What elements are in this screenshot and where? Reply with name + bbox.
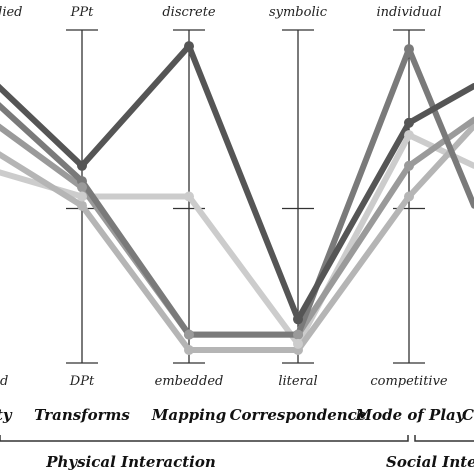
series-1-point-2 [184,41,194,52]
axis-bottom-label-correspondence: literal [278,374,317,389]
series-4-point-2 [184,345,194,355]
axis-bottom-label-transforms: DPt [69,374,95,389]
axis-name-transforms: Transforms [34,406,130,424]
series-1-point-4 [404,117,414,128]
series-4-point-4 [404,191,414,202]
points-layer [77,41,414,355]
axis-bottom-label-ty: d [0,374,8,389]
series-5-point-1 [77,191,87,202]
group-bracket-social [414,435,474,442]
group-bracket-physical [0,435,409,442]
series-3-point-4 [404,160,414,171]
series-line-4 [0,122,474,353]
series-4-point-1 [77,200,87,211]
series-1-point-1 [77,160,87,171]
axis-bottom-label-mode-of-play: competitive [370,374,448,389]
series-3-point-2 [184,329,194,340]
axis-top-label-mode-of-play: individual [376,5,441,20]
axis-name-ty: ty [0,406,13,424]
series-2-point-4 [404,44,414,55]
series-1-point-3 [293,314,303,325]
group-label-physical-interaction: Physical Interaction [45,453,216,471]
series-line-2 [0,46,474,338]
series-line-5 [0,132,474,347]
axis-name-mapping: Mapping [151,406,226,424]
axis-top-label-correspondence: symbolic [269,5,328,20]
series-line-1 [0,43,474,323]
series-5-point-2 [184,191,194,202]
series-3-point-1 [77,182,87,193]
axis-top-label-transforms: PPt [70,5,94,20]
axis-name-c: C [462,406,474,424]
axis-top-label-ty: died [0,5,23,20]
series-5-point-4 [404,130,414,141]
group-label-social-interaction: Social Inte [386,453,474,471]
axis-name-mode-of-play: Mode of Play [355,406,466,424]
axis-name-correspondence: Correspondence [230,406,367,424]
axis-bottom-label-mapping: embedded [155,374,224,389]
axis-top-label-mapping: discrete [162,5,216,20]
series-5-point-3 [293,338,303,349]
series-layer [0,43,474,353]
series-3-point-3 [293,329,303,340]
